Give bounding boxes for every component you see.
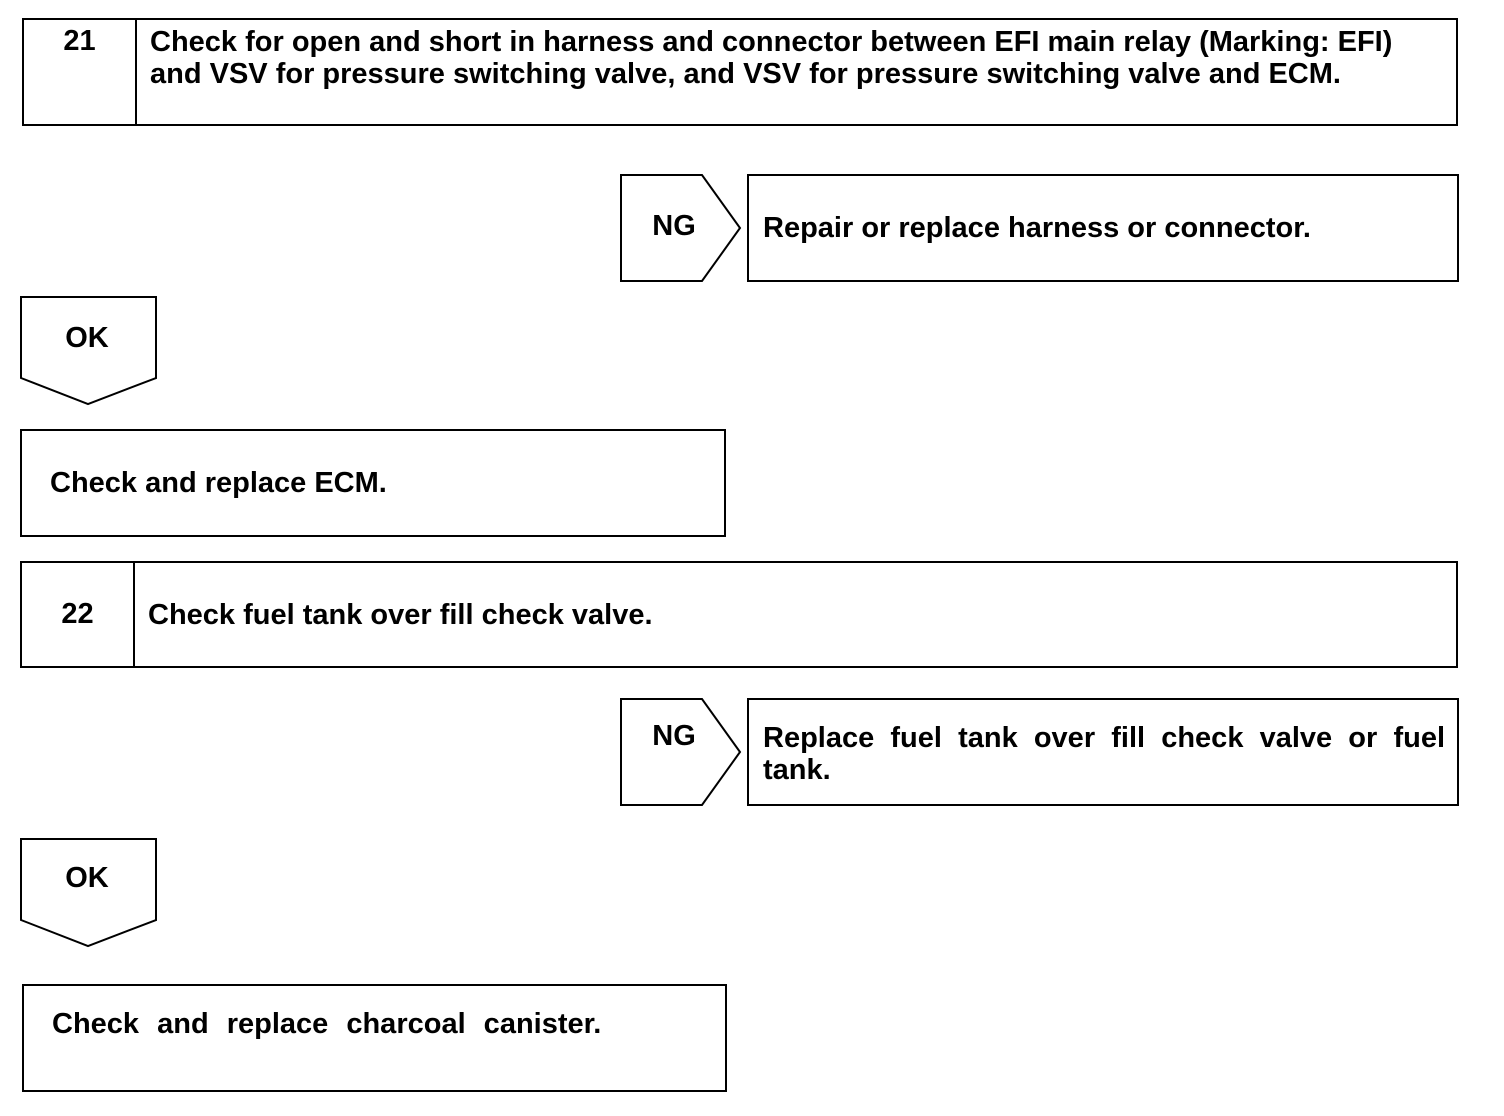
ok-action-21-text: Check and replace ECM. [50, 467, 387, 499]
step-22-text: Check fuel tank over fill check valve. [148, 599, 653, 631]
ng-arrow-22 [620, 698, 742, 806]
ok-arrow-22 [20, 838, 157, 948]
ok-action-22-text: Check and replace charcoal canister. [52, 1008, 602, 1040]
step-22-box: 22 Check fuel tank over fill check valve… [20, 561, 1458, 668]
ng-action-22-box: Replace fuel tank over fill check valve … [747, 698, 1459, 806]
ok-action-21-box: Check and replace ECM. [20, 429, 726, 537]
ng-arrow-21 [620, 174, 742, 282]
step-21-box: 21 Check for open and short in harness a… [22, 18, 1458, 126]
step-22-number: 22 [22, 563, 135, 666]
ng-action-21-text: Repair or replace harness or connector. [763, 212, 1311, 244]
step-21-text: Check for open and short in harness and … [150, 26, 1393, 90]
ng-label-22: NG [652, 720, 696, 752]
ok-action-22-box: Check and replace charcoal canister. [22, 984, 727, 1092]
ng-action-22-text: Replace fuel tank over fill check valve … [763, 722, 1445, 786]
ok-arrow-21 [20, 296, 157, 406]
step-21-number: 21 [24, 20, 137, 124]
ng-action-21-box: Repair or replace harness or connector. [747, 174, 1459, 282]
ok-label-21: OK [65, 322, 109, 354]
ng-label-21: NG [652, 210, 696, 242]
ok-label-22: OK [65, 862, 109, 894]
